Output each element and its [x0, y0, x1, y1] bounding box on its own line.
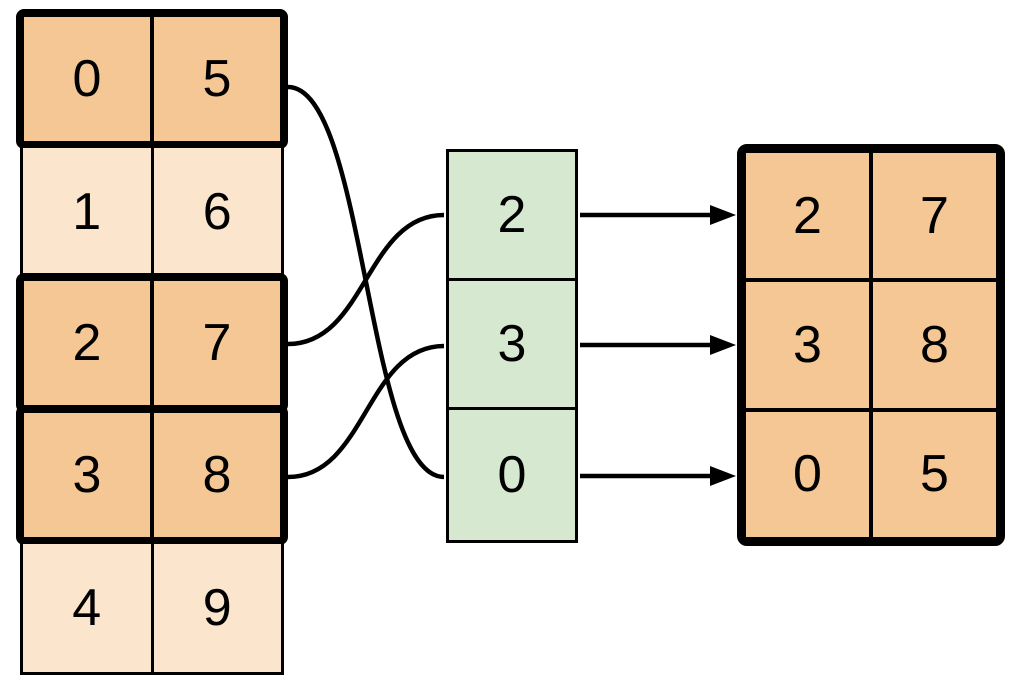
source-cell: 5 — [154, 17, 280, 141]
result-cell: 5 — [873, 411, 996, 537]
source-cell: 6 — [153, 148, 281, 276]
result-cell: 7 — [873, 153, 996, 279]
source-cell: 9 — [153, 544, 281, 672]
source-row-4: 4 9 — [20, 541, 284, 675]
source-row-3: 3 8 — [16, 405, 288, 545]
result-table: 2 7 3 8 0 5 — [737, 144, 1005, 546]
result-cell: 3 — [746, 282, 869, 408]
result-cell: 2 — [746, 153, 869, 279]
source-cell: 3 — [24, 413, 150, 537]
curve-row0-to-index0 — [287, 84, 445, 480]
source-cell: 1 — [23, 148, 151, 276]
curve-row3-to-index3 — [287, 343, 445, 480]
index-cell-1: 3 — [446, 278, 578, 410]
source-row-1: 1 6 — [20, 145, 284, 279]
index-cell-0: 2 — [446, 149, 578, 281]
result-cell: 0 — [746, 411, 869, 537]
arrowhead-icon — [710, 466, 736, 486]
source-cell: 8 — [154, 413, 280, 537]
arrowhead-icon — [710, 205, 736, 225]
arrowhead-icon — [710, 335, 736, 355]
source-row-0: 0 5 — [16, 9, 288, 149]
source-row-2: 2 7 — [16, 273, 288, 413]
result-cell: 8 — [873, 282, 996, 408]
source-cell: 4 — [23, 544, 151, 672]
source-cell: 2 — [24, 281, 150, 405]
curve-row2-to-index2 — [287, 212, 445, 347]
source-cell: 7 — [154, 281, 280, 405]
index-cell-2: 0 — [446, 407, 578, 543]
source-cell: 0 — [24, 17, 150, 141]
